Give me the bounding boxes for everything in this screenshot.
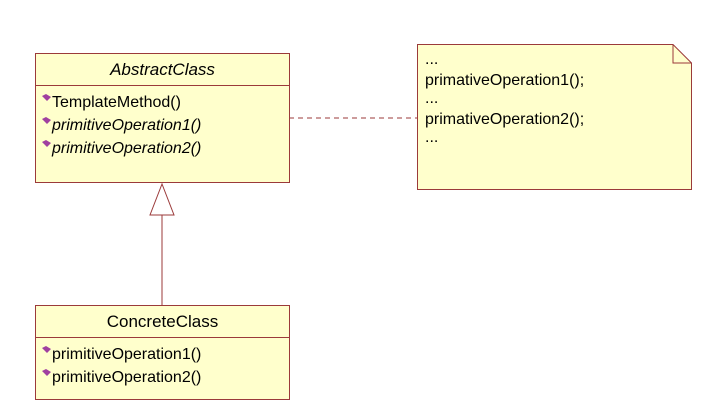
note-content: ... primativeOperation1(); ... primative…: [425, 51, 585, 146]
operation-primitive-operation-2: primitiveOperation2(): [42, 366, 289, 389]
operation-label: primitiveOperation1(): [52, 117, 202, 134]
concrete-class-operations: primitiveOperation1() primitiveOperation…: [36, 338, 289, 389]
operation-icon: [42, 94, 51, 101]
operation-icon: [42, 369, 51, 376]
operation-label: primitiveOperation1(): [52, 346, 202, 363]
operation-label: primitiveOperation2(): [52, 140, 202, 157]
note-line: primativeOperation1();: [425, 72, 585, 89]
note-line: ...: [425, 51, 439, 68]
operation-icon: [42, 346, 51, 353]
note-line: ...: [425, 129, 439, 146]
operation-template-method: TemplateMethod(): [42, 91, 289, 114]
operation-primitive-operation-2: primitiveOperation2(): [42, 137, 289, 160]
note-box[interactable]: ... primativeOperation1(); ... primative…: [417, 44, 692, 190]
operation-icon: [42, 140, 51, 147]
concrete-class-box[interactable]: ConcreteClass primitiveOperation1() prim…: [35, 305, 290, 400]
note-line: primativeOperation2();: [425, 111, 585, 128]
abstract-class-name: AbstractClass: [36, 54, 289, 86]
generalization-arrowhead: [149, 182, 175, 216]
concrete-class-name: ConcreteClass: [36, 306, 289, 338]
note-shape: [417, 44, 692, 190]
abstract-class-box[interactable]: AbstractClass TemplateMethod() primitive…: [35, 53, 290, 183]
abstract-class-operations: TemplateMethod() primitiveOperation1() p…: [36, 86, 289, 160]
operation-label: TemplateMethod(): [52, 94, 181, 111]
note-line: ...: [425, 90, 439, 107]
operation-primitive-operation-1: primitiveOperation1(): [42, 114, 289, 137]
operation-label: primitiveOperation2(): [52, 369, 202, 386]
operation-primitive-operation-1: primitiveOperation1(): [42, 343, 289, 366]
operation-icon: [42, 117, 51, 124]
